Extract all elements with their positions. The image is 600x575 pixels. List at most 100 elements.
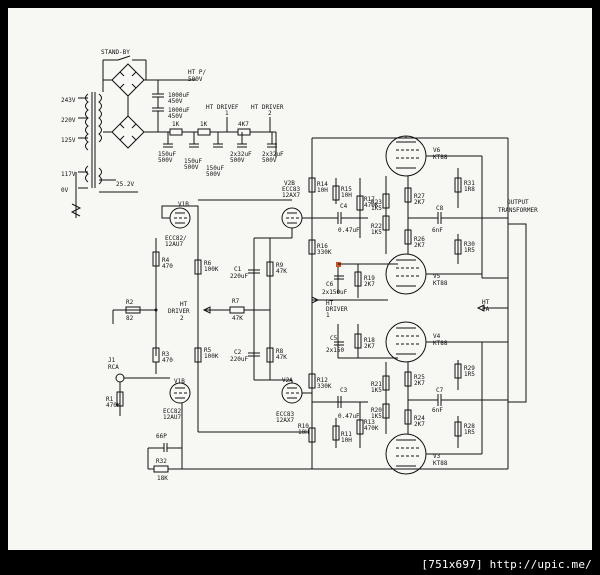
capacitor-1000uf-pair bbox=[152, 80, 164, 132]
label-r17-v: 470K bbox=[364, 202, 379, 209]
label-r32-v: 18K bbox=[157, 475, 168, 482]
label-r15: R15 bbox=[341, 186, 352, 193]
label-r1: R1 bbox=[106, 396, 114, 403]
label-243v: 243V bbox=[61, 97, 76, 104]
label-r7: R7 bbox=[232, 298, 240, 305]
output-stage: V6 KT88 V5 KT88 V4 KT88 bbox=[371, 135, 509, 475]
label-c150c-v: 500V bbox=[206, 171, 221, 178]
resistor-4k7 bbox=[237, 128, 251, 136]
label-c150b-v: 500V bbox=[184, 164, 199, 171]
label-r4: R4 bbox=[162, 257, 170, 264]
label-ht-driver2-mid: HT bbox=[180, 301, 188, 308]
label-c150a-v: 500V bbox=[158, 157, 173, 164]
image-caption: [751x697] http://upic.me/ bbox=[421, 558, 592, 571]
label-v6: V6 bbox=[433, 147, 441, 154]
label-0v: 0V bbox=[61, 187, 69, 194]
label-r17: R17 bbox=[364, 196, 375, 203]
label-r30-v: 1R5 bbox=[464, 247, 475, 254]
label-r13: R13 bbox=[364, 419, 375, 426]
label-c150a: 150uF bbox=[158, 151, 176, 158]
tube-v5 bbox=[385, 253, 427, 295]
resistor-r31 bbox=[454, 177, 462, 193]
label-c2x32b-v: 500V bbox=[262, 157, 277, 164]
label-c7: C7 bbox=[436, 387, 444, 394]
label-12au7-top: 12AU7 bbox=[165, 241, 183, 248]
label-output: OUTPUT bbox=[507, 199, 529, 206]
label-c2x32a-v: 500V bbox=[230, 157, 245, 164]
resistor-r20 bbox=[382, 403, 390, 419]
resistor-r29 bbox=[454, 363, 462, 379]
resistor-r19 bbox=[354, 271, 362, 287]
label-c7-v: 6nF bbox=[432, 407, 443, 414]
label-r26: R26 bbox=[414, 236, 425, 243]
label-r6-v: 100K bbox=[204, 266, 219, 273]
label-c1000a: 1000uF bbox=[168, 92, 190, 99]
label-c2x32b: 2x32uF bbox=[262, 151, 284, 158]
label-r24-v: 2K7 bbox=[414, 421, 425, 428]
label-r27: R27 bbox=[414, 193, 425, 200]
label-r9-v: 47K bbox=[276, 268, 287, 275]
label-ecc83-bot: ECC83 bbox=[276, 411, 294, 418]
label-ht-driver2-mid-n: 2 bbox=[180, 315, 184, 322]
input-stage: V1B ECC82/ 12AU7 R4 470 R2 82 R3 470 J1 … bbox=[106, 201, 508, 482]
label-ht-driver2-top: HT DRIVER bbox=[251, 104, 284, 111]
label-c1000a-v: 450V bbox=[168, 98, 183, 105]
tube-v4 bbox=[385, 321, 427, 363]
label-transformer: TRANSFORMER bbox=[498, 207, 538, 214]
label-c8-v: 6nF bbox=[432, 227, 443, 234]
label-r20: R20 bbox=[371, 407, 382, 414]
bridge-rectifier-1 bbox=[111, 63, 145, 97]
label-ecc83-top: ECC83 bbox=[282, 186, 300, 193]
coupling-stage: R14 10H R15 10H C4 0.47uF R17 470K R16 3… bbox=[298, 137, 508, 469]
label-r24: R24 bbox=[414, 415, 425, 422]
label-r2-v: 82 bbox=[126, 315, 134, 322]
label-ht-driver1-mid-n: 1 bbox=[326, 312, 330, 319]
label-r13-v: 470K bbox=[364, 425, 379, 432]
label-12ax7-top: 12AX7 bbox=[282, 192, 300, 199]
label-r8-v: 47K bbox=[276, 354, 287, 361]
label-ht-pa-b: PA bbox=[482, 306, 490, 313]
label-r5: R5 bbox=[204, 347, 212, 354]
label-c5: C5 bbox=[330, 335, 338, 342]
label-r18: R18 bbox=[364, 337, 375, 344]
resistor-r13 bbox=[356, 419, 364, 435]
label-r7-v: 47K bbox=[232, 315, 243, 322]
label-r25-v: 2K7 bbox=[414, 380, 425, 387]
label-r21: R21 bbox=[371, 381, 382, 388]
label-r21-v: 1K5 bbox=[371, 387, 382, 394]
label-c1000b-v: 450V bbox=[168, 113, 183, 120]
label-r27-v: 2K7 bbox=[414, 199, 425, 206]
label-r28-v: 1R5 bbox=[464, 429, 475, 436]
label-c2x32a: 2x32uF bbox=[230, 151, 252, 158]
power-supply: STAND-BY bbox=[61, 49, 284, 218]
label-ecc82-bot: ECC82 bbox=[163, 408, 181, 415]
label-v4-t: KT88 bbox=[433, 340, 448, 347]
label-r14: R14 bbox=[317, 181, 328, 188]
label-r12: R12 bbox=[317, 377, 328, 384]
label-r14-v: 10H bbox=[317, 187, 328, 194]
label-r32: R32 bbox=[156, 458, 167, 465]
label-r16: R16 bbox=[317, 243, 328, 250]
label-r31: R31 bbox=[464, 180, 475, 187]
label-r10-v: 10H bbox=[298, 429, 309, 436]
tube-v6 bbox=[385, 135, 427, 177]
label-12ax7-bot: 12AX7 bbox=[276, 417, 294, 424]
resistor-r10 bbox=[308, 427, 316, 443]
label-v5: V5 bbox=[433, 273, 441, 280]
label-v5-t: KT88 bbox=[433, 280, 448, 287]
label-v4: V4 bbox=[433, 333, 441, 340]
label-j1: J1 bbox=[108, 357, 116, 364]
resistor-r32 bbox=[153, 465, 169, 473]
label-c1: C1 bbox=[234, 266, 242, 273]
label-220v: 220V bbox=[61, 117, 76, 124]
label-ht-driver2-mid-b: DRIVER bbox=[168, 308, 190, 315]
label-r11: R11 bbox=[341, 431, 352, 438]
label-r31-v: 1R8 bbox=[464, 186, 475, 193]
label-c8: C8 bbox=[436, 205, 444, 212]
label-c150c: 150uF bbox=[206, 165, 224, 172]
label-ecc82-top: ECC82/ bbox=[165, 235, 187, 242]
resistor-1k-b bbox=[197, 128, 211, 136]
label-ht-driver1-mid: HT bbox=[326, 300, 334, 307]
label-c1000b: 1000uF bbox=[168, 107, 190, 114]
